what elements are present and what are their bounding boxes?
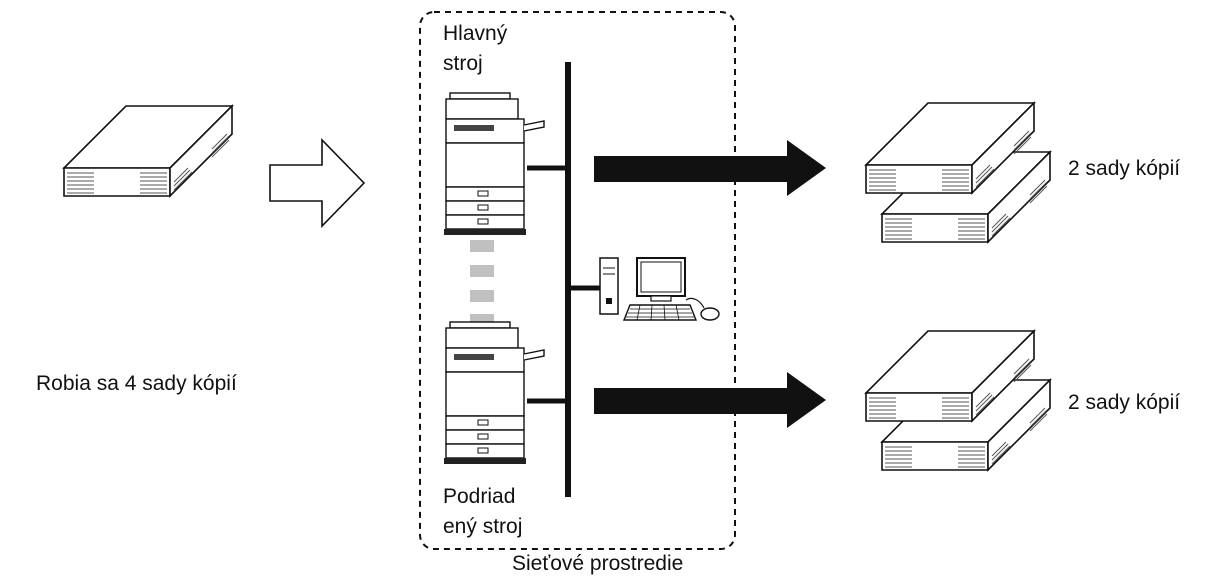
network-label: Sieťové prostredie	[512, 552, 684, 575]
output-label-1: 2 sady kópií	[1068, 157, 1181, 180]
main-machine-label-line2: stroj	[443, 52, 483, 75]
sub-machine-label-line2: ený stroj	[443, 515, 523, 538]
paper-stack-icon	[63, 105, 233, 197]
computer-icon	[599, 257, 720, 321]
network-boundary	[419, 11, 736, 550]
sub-copier-icon	[443, 321, 545, 465]
sub-machine-label-line1: Podriad	[443, 485, 516, 508]
main-machine-label-line1: Hlavný	[443, 22, 508, 45]
hollow-arrow-icon	[269, 138, 366, 228]
output-label-2: 2 sady kópií	[1068, 391, 1181, 414]
output-stack-icon-1	[865, 102, 1051, 243]
output-arrow-2	[594, 372, 826, 428]
source-label: Robia sa 4 sady kópií	[36, 372, 237, 395]
main-copier-icon	[443, 92, 545, 236]
machine-link-dashes	[470, 240, 494, 322]
output-arrow-1	[594, 140, 826, 196]
output-stack-icon-2	[865, 330, 1051, 471]
